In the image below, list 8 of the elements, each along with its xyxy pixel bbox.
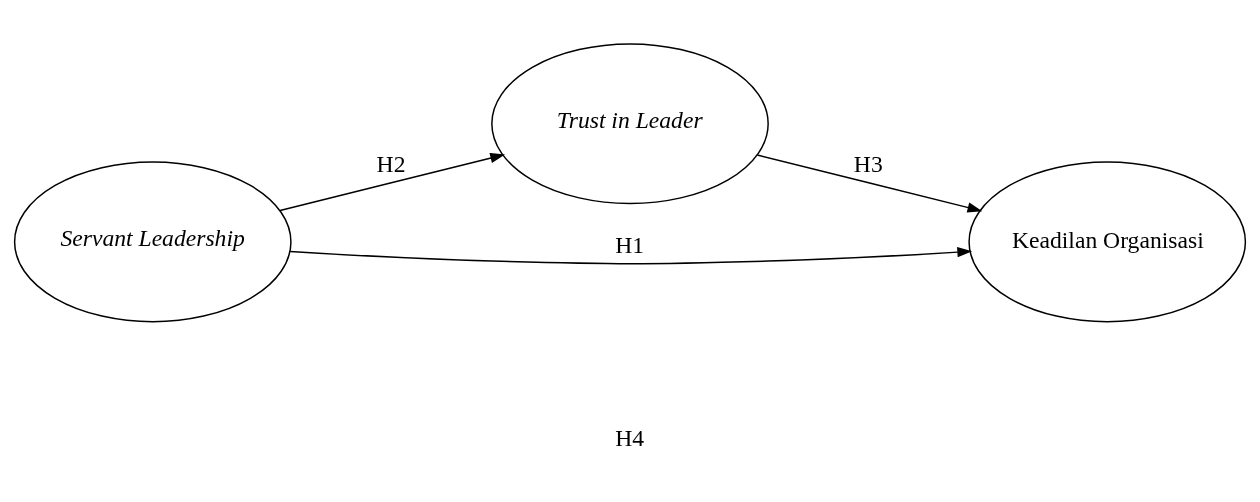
arrow <box>756 153 983 213</box>
edge-label: H1 <box>615 231 645 258</box>
edge-label: H3 <box>853 150 883 177</box>
arrow <box>289 246 973 264</box>
edge-label: H2 <box>376 150 406 177</box>
arrow <box>279 152 506 211</box>
node-ellipse: Servant Leadership <box>13 160 292 322</box>
label: H4 <box>615 424 645 450</box>
